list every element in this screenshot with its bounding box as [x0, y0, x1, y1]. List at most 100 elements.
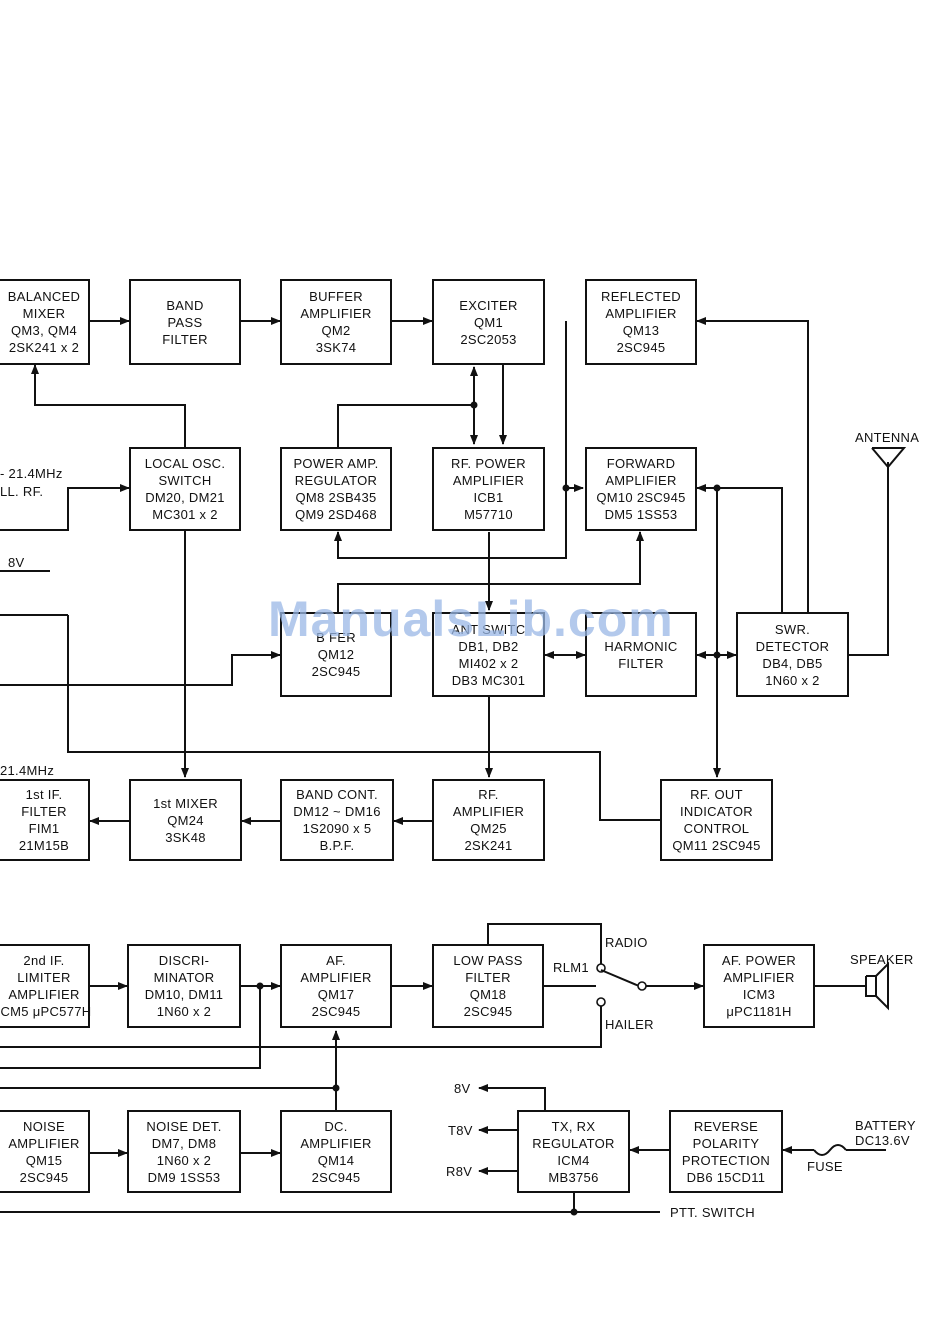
speaker-icon [865, 975, 877, 997]
block-text-line: FORWARD [606, 456, 676, 471]
battery-label: BATTERY [855, 1118, 916, 1133]
block-text-line: 1S2090 x 5 [302, 821, 372, 836]
block-text-line: DM7, DM8 [151, 1135, 217, 1151]
relay-pivot [637, 981, 647, 991]
freq-if-label: 21.4MHz [0, 763, 55, 778]
block-text-line: REVERSE [693, 1118, 759, 1134]
block-text-line: DM5 1SS53 [604, 507, 678, 522]
wire-lpf-top [487, 923, 602, 966]
wire-swr-to-forward [696, 484, 783, 612]
block-text-line: 2SC945 [311, 664, 361, 679]
wire-discri-feedback [0, 986, 261, 1069]
out-8v-label: 8V [454, 1081, 471, 1096]
antenna-label: ANTENNA [855, 430, 920, 445]
block-text-line: RF. [478, 787, 499, 802]
block-text-line: DISCRI- [158, 953, 210, 968]
block-text-line: ICM3 [742, 987, 776, 1002]
block-text-line: B FER [316, 630, 356, 645]
block-text-line: 2SC945 [463, 1004, 513, 1019]
block-text-line: M57710 [464, 507, 513, 522]
block-text-line: ICM4 [557, 1152, 590, 1168]
block-text-line: QM17 [317, 987, 355, 1002]
buffer-qm12-block: B FER QM12 2SC945 [280, 612, 392, 697]
block-text-line: 2SC945 [19, 1169, 69, 1185]
block-text-line: AMPLIFIER [452, 473, 525, 488]
block-text-line: 2SK241 [464, 838, 513, 853]
block-text-line: AF. [326, 953, 346, 968]
block-text-line: PASS [167, 314, 203, 330]
block-text-line: SWITCH [158, 473, 212, 488]
block-text-line: FILTER [618, 655, 664, 671]
block-text-line: DB3 MC301 [451, 672, 526, 688]
wire-hailer [0, 1006, 602, 1048]
block-text-line: DB6 15CD11 [686, 1169, 766, 1185]
junction-dot [470, 401, 478, 409]
block-text-line: HARMONIC [604, 638, 678, 654]
block-text-line: QM24 [167, 812, 204, 828]
block-text-line: 1N60 x 2 [156, 1004, 212, 1019]
block-text-line: QM8 2SB435 [295, 490, 377, 505]
block-text-line: QM1 [473, 314, 504, 330]
block-text-line: AMPLIFIER [8, 1135, 80, 1151]
block-text-line: EXCITER [459, 297, 518, 313]
block-text-line: AMPLIFIER [723, 970, 795, 985]
block-text-line: DC. [324, 1118, 348, 1134]
block-text-line: BAND [166, 297, 204, 313]
ptt-switch-label: PTT. SWITCH [670, 1205, 755, 1220]
wire-regulator-to-exciter [337, 404, 474, 447]
block-text-line: SWR. [774, 621, 811, 637]
block-text-line: TX, RX [551, 1118, 596, 1134]
block-text-line: QM12 [317, 647, 355, 662]
block-text-line: RF. OUT [690, 787, 743, 802]
block-text-line: AMPLIFIER [300, 306, 372, 321]
block-text-line: LIMITER [17, 970, 71, 985]
block-text-line: QM10 2SC945 [596, 490, 686, 505]
fuse-icon [813, 1144, 847, 1156]
block-text-line: PROTECTION [681, 1152, 771, 1168]
eight-v-label: 8V [8, 555, 25, 570]
wire-freq-to-losc [0, 484, 130, 531]
block-text-line: μPC1181H [726, 1004, 792, 1019]
junction-dot [332, 1084, 340, 1092]
junction-dot [570, 1208, 578, 1216]
block-text-line: FIM1 [28, 821, 60, 836]
out-t8v-label: T8V [448, 1123, 473, 1138]
out-r8v-label: R8V [446, 1164, 473, 1179]
block-text-line: REFLECTED [601, 289, 681, 304]
block-text-line: 1N60 x 2 [156, 1152, 212, 1168]
block-text-line: 3SK48 [165, 829, 206, 845]
block-text-line: REGULATOR [532, 1135, 615, 1151]
block-text-line: AMPLIFIER [605, 473, 677, 488]
block-text-line: 3SK74 [315, 340, 357, 355]
block-text-line: 2SC2053 [460, 331, 517, 347]
block-text-line: DB1, DB2 [458, 638, 519, 654]
block-text-line: QM15 [25, 1152, 63, 1168]
block-text-line: FILTER [465, 970, 511, 985]
block-text-line: 1st IF. [25, 787, 63, 802]
block-text-line: QM2 [321, 323, 351, 338]
block-text-line: MINATOR [153, 970, 215, 985]
block-text-line: POWER AMP. [293, 456, 379, 471]
antenna-icon [871, 447, 907, 469]
block-text-line: CONTROL [683, 821, 750, 836]
block-text-line: LOCAL OSC. [144, 456, 226, 471]
block-text-line: QM3, QM4 [11, 323, 77, 338]
freq-top-label-1: - 21.4MHz [0, 466, 63, 481]
block-text-line: 21M15B [18, 838, 70, 853]
